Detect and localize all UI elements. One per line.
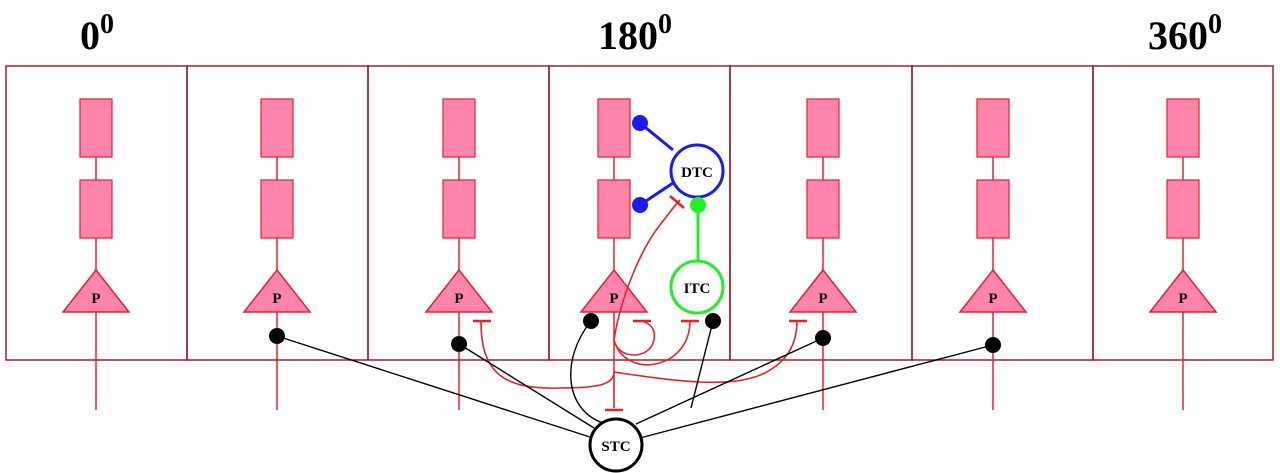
itc-soma: [669, 259, 725, 315]
connection-curve: [613, 320, 798, 384]
pyramidal-label: P: [988, 291, 997, 307]
basal-dendrite-segment: [976, 179, 1010, 239]
red-connections: [473, 195, 807, 412]
angle-label-180: 1800: [598, 9, 672, 58]
basal-dendrite-segment: [79, 179, 113, 239]
pyramidal-label: P: [1178, 291, 1187, 307]
stc-synapses: [269, 313, 1001, 353]
stc-synapse: [985, 337, 1001, 353]
pyramidal-soma: [424, 268, 494, 313]
column-box: [548, 65, 731, 361]
pyramidal-label: P: [91, 291, 100, 307]
connection-curve: [613, 320, 656, 356]
dtc-synapse: [632, 197, 648, 213]
black-connections: [276, 320, 994, 439]
angle-label-360: 3600: [1148, 9, 1222, 58]
connection-curve: [480, 320, 615, 389]
apical-dendrite-segment: [79, 98, 113, 158]
connection-curve: [613, 320, 691, 366]
basal-dendrite-segment: [442, 179, 476, 239]
columns: [5, 65, 1274, 361]
dtc-cell: DTC: [632, 115, 725, 213]
stc-synapse: [269, 328, 285, 344]
apical-dendrite-segment: [976, 98, 1010, 158]
itc-cell: ITC: [669, 197, 725, 315]
stc-synapse: [705, 313, 721, 329]
inhibitory-bar: [669, 195, 685, 209]
apical-dendrite-segment: [442, 98, 476, 158]
pyramidal-soma: [242, 268, 312, 313]
angle-label-0: 00: [80, 9, 114, 58]
connection-curve: [613, 199, 681, 341]
stc-soma: [588, 417, 644, 473]
apical-dendrite-segment: [260, 98, 294, 158]
pyramidal-label: P: [818, 291, 827, 307]
pyramidal-soma: [958, 268, 1028, 313]
apical-dendrite-segment: [1166, 98, 1200, 158]
apical-dendrite-segment: [806, 98, 840, 158]
pyramidal-label: P: [272, 291, 281, 307]
pyramidal-soma: [788, 268, 858, 313]
pyramidal-soma: [61, 268, 131, 313]
basal-dendrite-segment: [597, 179, 631, 239]
pyramidal-label: P: [609, 291, 618, 307]
stc-synapse: [815, 330, 831, 346]
pyramidal-soma: [1148, 268, 1218, 313]
basal-dendrite-segment: [1166, 179, 1200, 239]
stc-synapse: [451, 336, 467, 352]
stc-synapse: [583, 313, 599, 329]
dtc-label: DTC: [681, 165, 713, 181]
basal-dendrite-segment: [260, 179, 294, 239]
apical-dendrite-segment: [597, 98, 631, 158]
itc-synapse: [690, 197, 706, 213]
pyramidal-soma: [579, 268, 649, 313]
dtc-synapse: [632, 115, 648, 131]
dtc-soma: [669, 143, 725, 199]
stc-label: STC: [601, 439, 630, 455]
basal-dendrite-segment: [806, 179, 840, 239]
pyramidal-label: P: [454, 291, 463, 307]
stc-cell: STC: [588, 417, 644, 473]
itc-label: ITC: [684, 281, 711, 297]
